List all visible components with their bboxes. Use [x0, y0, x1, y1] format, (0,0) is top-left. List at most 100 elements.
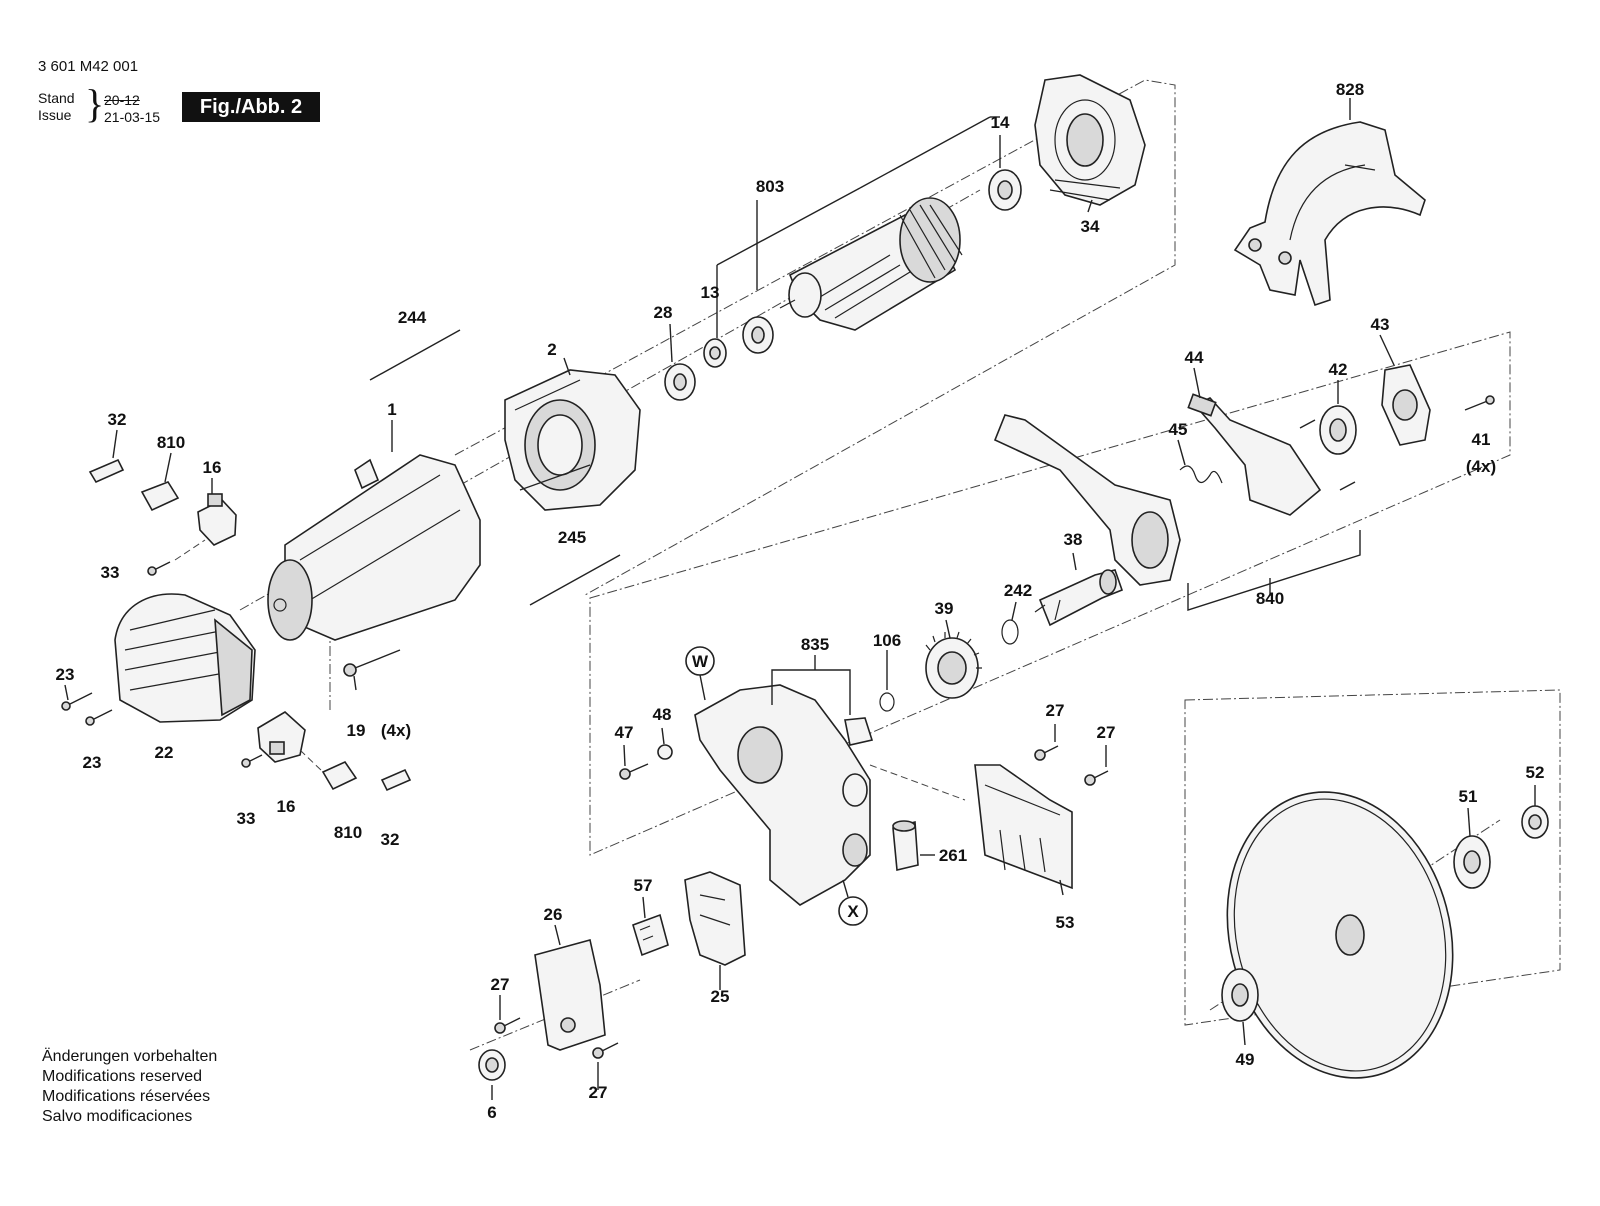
part-label: 6 — [487, 1103, 496, 1122]
part-label: 810 — [157, 433, 185, 452]
part-label: 41 — [1472, 430, 1491, 449]
bearing-plate-43 — [1381, 364, 1431, 446]
part-label: 16 — [203, 458, 222, 477]
flange-49 — [1221, 968, 1259, 1022]
motor-cover-22 — [114, 593, 256, 723]
quantity-label: (4x) — [381, 721, 411, 740]
armature-803 — [779, 197, 963, 331]
note-es: Salvo modificaciones — [42, 1108, 193, 1125]
part-label: 25 — [711, 987, 730, 1006]
part-label: 26 — [544, 905, 563, 924]
part-label: 16 — [277, 797, 296, 816]
gear-39 — [925, 631, 982, 699]
screw-23-a — [61, 692, 93, 711]
carbon-brush-810-bottom — [321, 760, 358, 791]
part-label: 23 — [56, 665, 75, 684]
part-label: 14 — [991, 113, 1010, 132]
bearing-42 — [1319, 405, 1357, 455]
part-label: 32 — [108, 410, 127, 429]
stand-label: Stand — [38, 90, 75, 106]
arm-bracket-840 — [993, 414, 1181, 586]
nut-48 — [657, 744, 673, 760]
part-label: 32 — [381, 830, 400, 849]
part-label: 42 — [1329, 360, 1348, 379]
part-label: 27 — [491, 975, 510, 994]
part-label: 49 — [1236, 1050, 1255, 1069]
part-label: 43 — [1371, 315, 1390, 334]
screw-27-knife-top — [1034, 745, 1059, 761]
detail-marker-x — [838, 896, 868, 926]
saw-blade — [1226, 791, 1454, 1079]
screw-32-top — [88, 458, 125, 484]
note-fr: Modifications réservées — [42, 1088, 211, 1105]
part-label: 261 — [939, 846, 967, 865]
screw-23-b — [85, 709, 113, 726]
part-label: 33 — [237, 809, 256, 828]
modification-notes: Änderungen vorbehalten Modifications res… — [42, 1047, 217, 1127]
bearing-28 — [664, 363, 696, 401]
brush-holder-16-bottom — [257, 711, 306, 763]
detail-marker-w-label: W — [692, 652, 709, 671]
part-label: 2 — [547, 340, 556, 359]
part-label: 45 — [1169, 420, 1188, 439]
part-label: 33 — [101, 563, 120, 582]
fan-baffle-34 — [1034, 74, 1146, 206]
screw-41 — [1464, 395, 1495, 411]
part-label: 38 — [1064, 530, 1083, 549]
screw-lever-top — [1299, 419, 1316, 429]
gearbox-housing-835 — [694, 684, 874, 906]
note-de: Änderungen vorbehalten — [42, 1048, 218, 1065]
part-label: 51 — [1459, 787, 1478, 806]
part-label: 23 — [83, 753, 102, 772]
brace-icon: } — [85, 81, 105, 126]
detail-marker-x-label: X — [847, 902, 859, 921]
part-label: 47 — [615, 723, 634, 742]
lever-44 — [1187, 393, 1322, 516]
flange-51 — [1453, 835, 1491, 889]
switch-housing-26 — [534, 939, 606, 1051]
switch-25 — [684, 871, 746, 966]
part-label: 803 — [756, 177, 784, 196]
note-en: Modifications reserved — [42, 1068, 203, 1085]
cable-gland-6 — [478, 1049, 506, 1081]
screw-32-bottom — [380, 768, 412, 792]
part-label: 244 — [398, 308, 427, 327]
screw-27-knife-bottom — [1084, 770, 1109, 786]
stator-2 — [504, 369, 641, 511]
gearbox-assembly-frame — [589, 331, 1511, 856]
part-label: 53 — [1056, 913, 1075, 932]
part-label: 242 — [1004, 581, 1032, 600]
spring-45 — [1179, 465, 1223, 484]
part-label: 835 — [801, 635, 829, 654]
part-label: 840 — [1256, 589, 1284, 608]
issue-date: 21-03-15 — [104, 109, 161, 125]
part-label: 57 — [634, 876, 653, 895]
part-label: 48 — [653, 705, 672, 724]
blade-assembly-frame — [1184, 689, 1561, 1026]
output-shaft-38 — [1034, 569, 1124, 627]
screw-33-top — [147, 561, 171, 576]
part-label: 13 — [701, 283, 720, 302]
part-label: 52 — [1526, 763, 1545, 782]
bearing-13-b — [703, 338, 727, 368]
part-label: 810 — [334, 823, 362, 842]
rod-245 — [529, 554, 621, 606]
screw-27-switch-top — [494, 1017, 521, 1034]
carbon-brush-810-top — [140, 481, 180, 512]
screw-33-bottom — [241, 754, 263, 768]
rod-244 — [369, 329, 461, 381]
figure-tag: Fig./Abb. 2 — [182, 92, 320, 122]
retaining-ring-242 — [1001, 619, 1019, 645]
part-label: 27 — [1046, 701, 1065, 720]
brush-holder-16-top — [197, 493, 237, 546]
bearing-13-a — [742, 316, 774, 354]
part-label: 1 — [387, 400, 396, 419]
screw-19 — [343, 649, 401, 677]
part-label: 106 — [873, 631, 901, 650]
part-label: 828 — [1336, 80, 1364, 99]
part-label: 27 — [1097, 723, 1116, 742]
riving-knife-53 — [974, 764, 1073, 890]
part-label: 27 — [589, 1083, 608, 1102]
nut-52 — [1521, 805, 1549, 839]
